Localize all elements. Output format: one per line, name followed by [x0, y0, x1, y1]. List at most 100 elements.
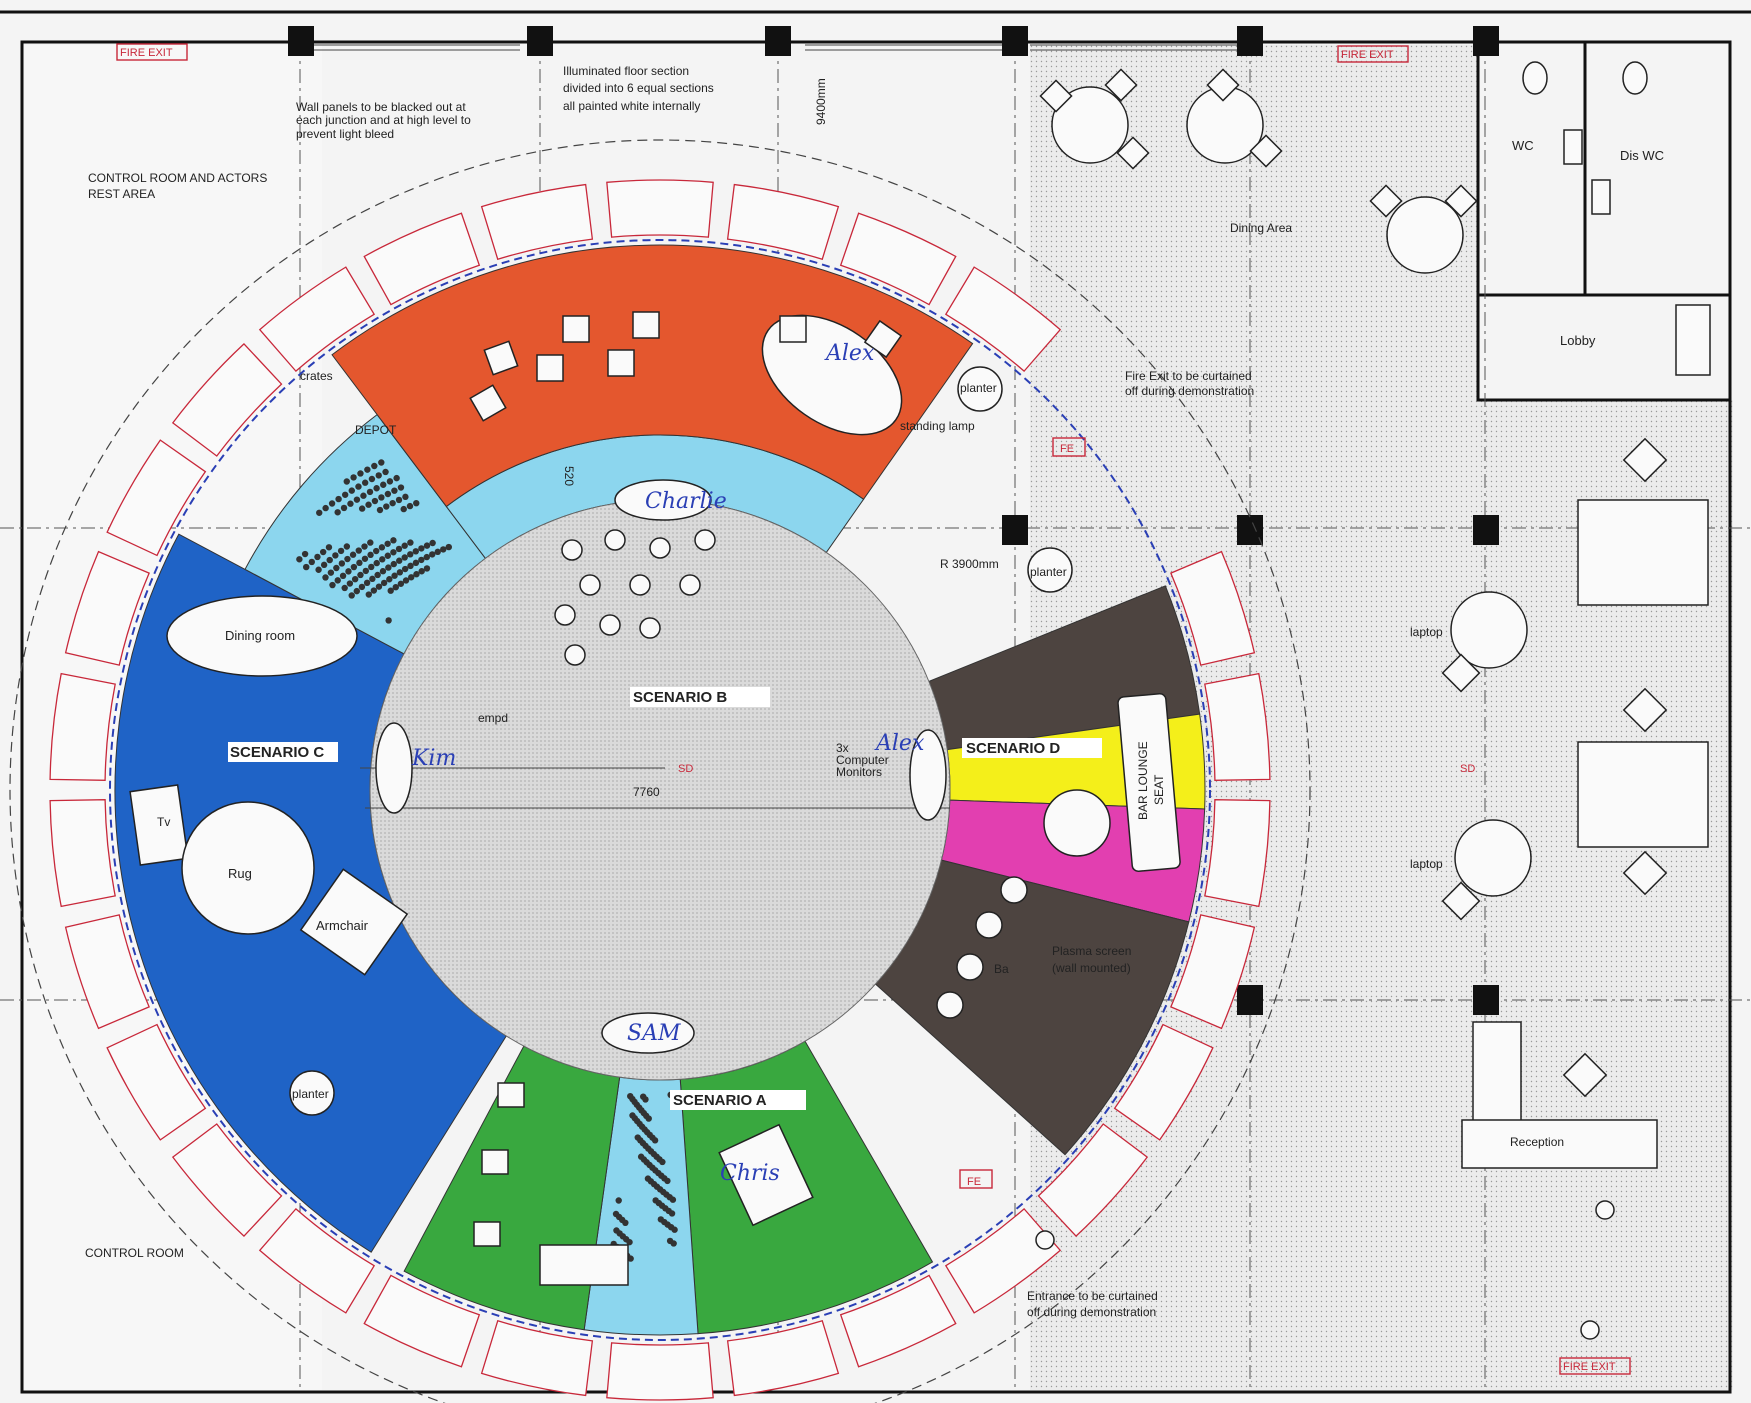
crate-marker [326, 556, 333, 564]
crate-marker [340, 504, 348, 512]
fe-label-bottom: FE [967, 1176, 981, 1188]
crate-marker [423, 565, 431, 572]
crate-marker [418, 568, 425, 575]
alex-handwritten-label-2: Alex [874, 731, 925, 756]
crate-marker [373, 559, 380, 567]
crate-marker [368, 563, 375, 571]
laptop-label-2: laptop [1410, 857, 1443, 871]
crate-marker [429, 539, 436, 547]
crate-marker [627, 1255, 634, 1262]
column-icon [1473, 26, 1499, 56]
crate-marker [379, 556, 386, 563]
person-figure-icon [649, 537, 671, 559]
plasma-label-2: (wall mounted) [1052, 961, 1131, 975]
person-figure-icon [604, 529, 626, 551]
rug-label: Rug [228, 866, 252, 881]
crate-marker [315, 566, 322, 573]
person-figure-icon [599, 614, 621, 636]
crate-marker [406, 502, 414, 510]
crate-marker [384, 552, 391, 559]
crate-marker [356, 559, 363, 567]
fire-exit-label: FIRE EXIT [1341, 49, 1394, 61]
crate-marker [366, 488, 374, 496]
chair-icon [1104, 68, 1138, 102]
crate-marker [308, 558, 316, 566]
entrance-note-1: Entrance to be curtained [1027, 1289, 1158, 1303]
wall-panels-note-2: each junction and at high level to [296, 113, 471, 127]
dis-wc-label: Dis WC [1620, 148, 1664, 163]
illuminated-note-3: all painted white internally [563, 99, 700, 113]
crate-marker [341, 584, 348, 592]
ring-outer-dashed [109, 239, 1211, 1341]
fire-exit-curtain-note-1: Fire Exit to be curtained [1125, 369, 1252, 383]
chair-icon [1039, 79, 1073, 113]
crate-marker [361, 479, 369, 486]
scenario-d-label: SCENARIO D [966, 740, 1060, 757]
crate-marker [389, 499, 396, 507]
crate-marker [335, 495, 342, 503]
wall-panel [171, 342, 283, 457]
chris-handwritten-label: Chris [720, 1161, 780, 1186]
crate-marker [382, 468, 389, 476]
column-icon [288, 26, 314, 56]
dining-room-label: Dining room [225, 628, 295, 643]
wall-panel [839, 212, 957, 306]
crate-marker [390, 560, 397, 568]
crate-marker [391, 572, 398, 579]
crates-label: crates [300, 369, 333, 383]
wall-panel [258, 266, 376, 373]
control-rest-label-2: REST AREA [88, 187, 155, 201]
crate-marker [400, 505, 407, 513]
sd-label: SD [678, 763, 693, 775]
chair-icon [1116, 136, 1150, 170]
crate-marker [343, 543, 351, 550]
crate-marker [373, 485, 380, 492]
crate-marker [370, 587, 378, 594]
illuminated-note-1: Illuminated floor section [563, 64, 689, 78]
crate-marker [407, 539, 414, 546]
crate-marker [319, 548, 327, 556]
wall-panel [363, 212, 481, 306]
scenario-c-label: SCENARIO C [230, 744, 324, 761]
crate-marker [368, 475, 376, 483]
person-figure-icon [1595, 1200, 1615, 1220]
crate-marker [362, 567, 370, 575]
crate-marker [396, 569, 404, 576]
crate-marker [622, 1219, 629, 1227]
crate-marker [365, 501, 372, 508]
crate-marker [386, 478, 394, 485]
wall-panel [171, 1123, 283, 1238]
crate-marker [320, 561, 328, 569]
chair-icon [1622, 687, 1668, 733]
chair-icon [1206, 68, 1240, 102]
control-room-label: CONTROL ROOM [85, 1246, 184, 1260]
crate-marker [668, 1210, 676, 1217]
crate-marker [418, 545, 425, 552]
crate-marker [374, 571, 381, 579]
crate-marker [408, 574, 415, 581]
crate-marker [391, 487, 398, 494]
dim-520-label: 520 [562, 466, 576, 486]
column-icon [1473, 515, 1499, 545]
crate-marker [669, 1196, 677, 1203]
chair-icon [1562, 1052, 1608, 1098]
building-outline [20, 40, 1732, 1394]
crate-marker [344, 555, 351, 563]
crate-marker [346, 580, 354, 587]
crate-marker [365, 591, 373, 598]
chair-icon [1249, 134, 1283, 168]
column-icon [1473, 985, 1499, 1015]
crate-marker [380, 481, 387, 488]
crate-marker [328, 500, 336, 507]
crate-marker [351, 575, 359, 583]
kim-handwritten-label: Kim [411, 746, 456, 771]
wall-panel [49, 672, 116, 781]
sam-handwritten-label: SAM [627, 1021, 681, 1046]
crate-marker [395, 496, 403, 504]
lobby-label: Lobby [1560, 333, 1596, 348]
crate-marker [361, 555, 369, 562]
person-figures [1035, 1200, 1615, 1340]
crate-marker [358, 583, 366, 591]
crate-marker [327, 569, 335, 576]
planter-label: planter [1030, 565, 1067, 579]
